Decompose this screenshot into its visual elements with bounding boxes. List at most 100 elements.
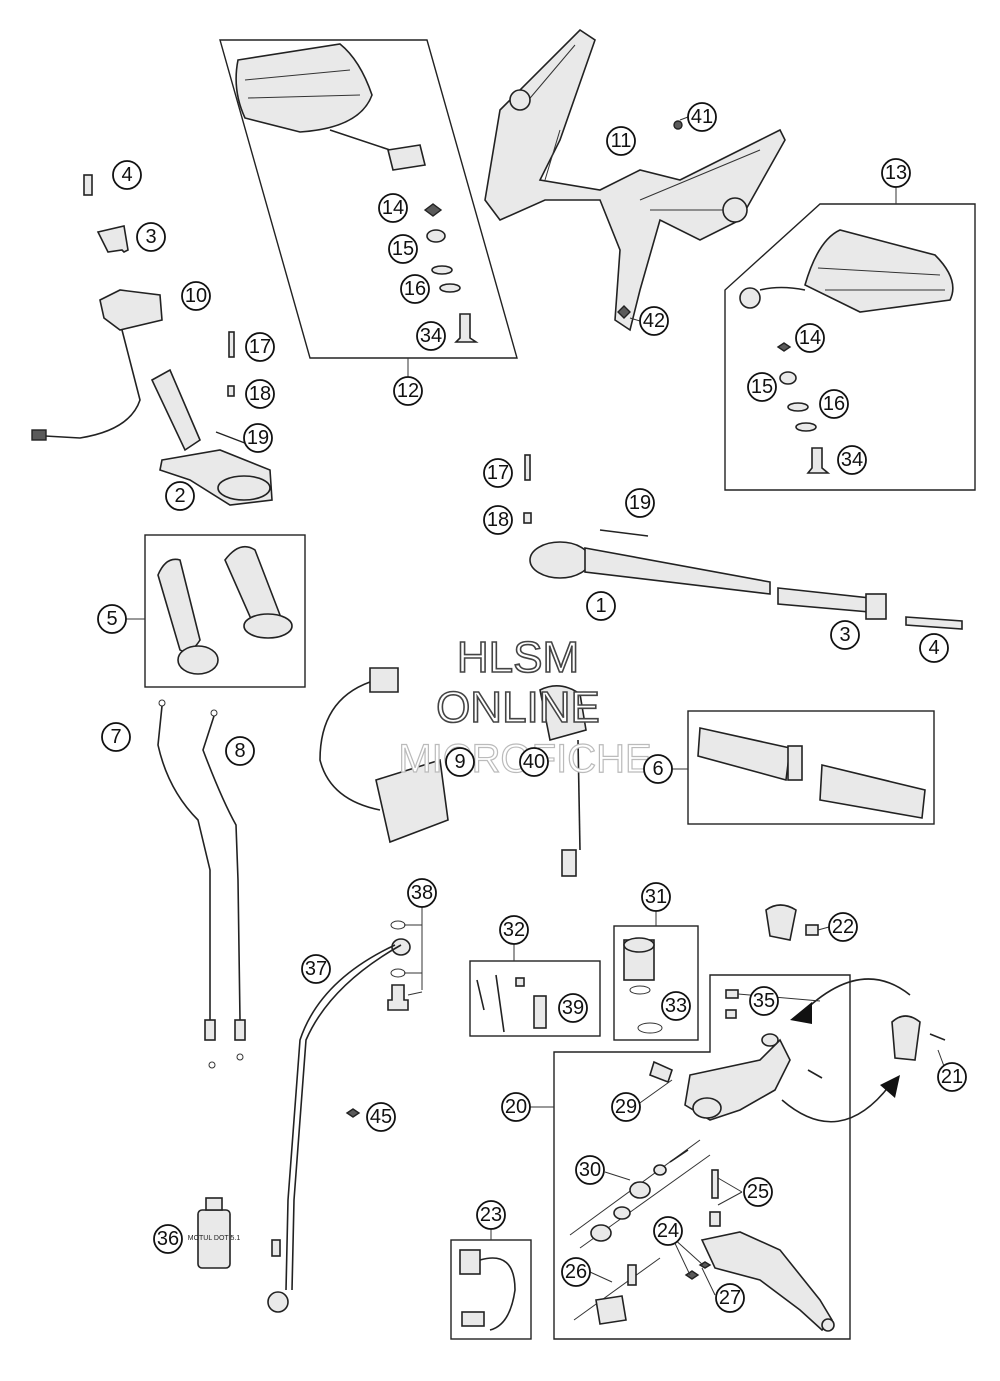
svg-text:37: 37 <box>305 958 327 980</box>
reservoir-box-31 <box>613 925 699 1041</box>
svg-text:12: 12 <box>397 380 419 402</box>
callout-15: 15 <box>388 234 418 264</box>
callout-17: 17 <box>483 458 513 488</box>
svg-text:5: 5 <box>106 608 117 630</box>
callout-34: 34 <box>837 445 867 475</box>
callout-20: 20 <box>501 1092 531 1122</box>
callout-27: 27 <box>715 1283 745 1313</box>
svg-text:17: 17 <box>249 336 271 358</box>
svg-text:16: 16 <box>404 278 426 300</box>
svg-text:33: 33 <box>665 995 687 1017</box>
watermark-line2: ONLINE <box>436 683 600 732</box>
svg-text:8: 8 <box>234 740 245 762</box>
callout-14: 14 <box>378 193 408 223</box>
callout-2: 2 <box>165 481 195 511</box>
svg-text:17: 17 <box>487 462 509 484</box>
master-cylinder-group <box>553 974 851 1340</box>
callout-26: 26 <box>561 1257 591 1287</box>
callout-41: 41 <box>687 102 717 132</box>
callout-11: 11 <box>606 126 636 156</box>
callout-6: 6 <box>643 754 673 784</box>
callout-7: 7 <box>101 722 131 752</box>
kit-box-32 <box>469 960 601 1037</box>
svg-text:16: 16 <box>823 393 845 415</box>
handlebar-right <box>523 454 963 630</box>
callout-37: 37 <box>301 954 331 984</box>
svg-text:31: 31 <box>645 886 667 908</box>
callout-3: 3 <box>830 620 860 650</box>
callout-38: 38 <box>407 878 437 908</box>
svg-text:39: 39 <box>562 997 584 1019</box>
callout-35: 35 <box>749 986 779 1016</box>
callout-16: 16 <box>400 274 430 304</box>
callout-19: 19 <box>625 488 655 518</box>
callout-4: 4 <box>112 160 142 190</box>
svg-text:32: 32 <box>503 919 525 941</box>
svg-text:18: 18 <box>487 509 509 531</box>
callout-5: 5 <box>97 604 127 634</box>
leader-lines <box>126 116 949 1296</box>
callout-18: 18 <box>245 379 275 409</box>
callout-39: 39 <box>558 993 588 1023</box>
callout-22: 22 <box>828 912 858 942</box>
callout-19: 19 <box>243 423 273 453</box>
callout-40: 40 <box>519 747 549 777</box>
svg-text:6: 6 <box>652 758 663 780</box>
switch-box-23 <box>450 1239 532 1340</box>
callout-9: 9 <box>445 747 475 777</box>
svg-text:36: 36 <box>157 1228 179 1250</box>
grips-box-left <box>144 534 306 688</box>
callout-17: 17 <box>245 332 275 362</box>
svg-text:15: 15 <box>392 238 414 260</box>
callout-16: 16 <box>819 389 849 419</box>
svg-text:42: 42 <box>643 310 665 332</box>
callout-21: 21 <box>937 1062 967 1092</box>
clamp-21 <box>781 978 946 1123</box>
callout-33: 33 <box>661 991 691 1021</box>
svg-text:7: 7 <box>110 726 121 748</box>
svg-text:19: 19 <box>629 492 651 514</box>
svg-text:34: 34 <box>420 325 442 347</box>
svg-text:14: 14 <box>382 197 404 219</box>
callout-36: 36 <box>153 1224 183 1254</box>
svg-text:41: 41 <box>691 106 713 128</box>
callout-13: 13 <box>881 158 911 188</box>
svg-text:19: 19 <box>247 427 269 449</box>
svg-text:3: 3 <box>145 226 156 248</box>
callout-14: 14 <box>795 323 825 353</box>
callout-34: 34 <box>416 321 446 351</box>
svg-text:2: 2 <box>174 485 185 507</box>
callout-31: 31 <box>641 882 671 912</box>
mirror-right-group <box>724 203 976 491</box>
svg-text:13: 13 <box>885 162 907 184</box>
svg-text:10: 10 <box>185 285 207 307</box>
bottle-label: MOTUL DOT 5.1 <box>188 1235 241 1242</box>
svg-text:4: 4 <box>121 164 132 186</box>
left-handlebar-parts <box>31 174 273 506</box>
grips-box-right <box>687 710 935 825</box>
svg-text:20: 20 <box>505 1096 527 1118</box>
clamp-22 <box>765 904 819 941</box>
callout-45: 45 <box>366 1102 396 1132</box>
svg-text:38: 38 <box>411 882 433 904</box>
svg-text:30: 30 <box>579 1159 601 1181</box>
svg-text:18: 18 <box>249 383 271 405</box>
bracket-assembly <box>484 28 786 332</box>
svg-text:15: 15 <box>751 376 773 398</box>
callout-10: 10 <box>181 281 211 311</box>
callout-1: 1 <box>586 591 616 621</box>
svg-text:45: 45 <box>370 1106 392 1128</box>
svg-text:21: 21 <box>941 1066 963 1088</box>
callout-29: 29 <box>611 1092 641 1122</box>
svg-text:27: 27 <box>719 1287 741 1309</box>
brake-line: MOTUL DOT 5.1 <box>188 920 411 1313</box>
svg-text:1: 1 <box>595 595 606 617</box>
svg-text:11: 11 <box>611 130 632 152</box>
svg-text:24: 24 <box>657 1220 679 1242</box>
svg-text:35: 35 <box>753 990 775 1012</box>
callout-8: 8 <box>225 736 255 766</box>
callout-30: 30 <box>575 1155 605 1185</box>
svg-text:4: 4 <box>928 637 939 659</box>
callout-32: 32 <box>499 915 529 945</box>
